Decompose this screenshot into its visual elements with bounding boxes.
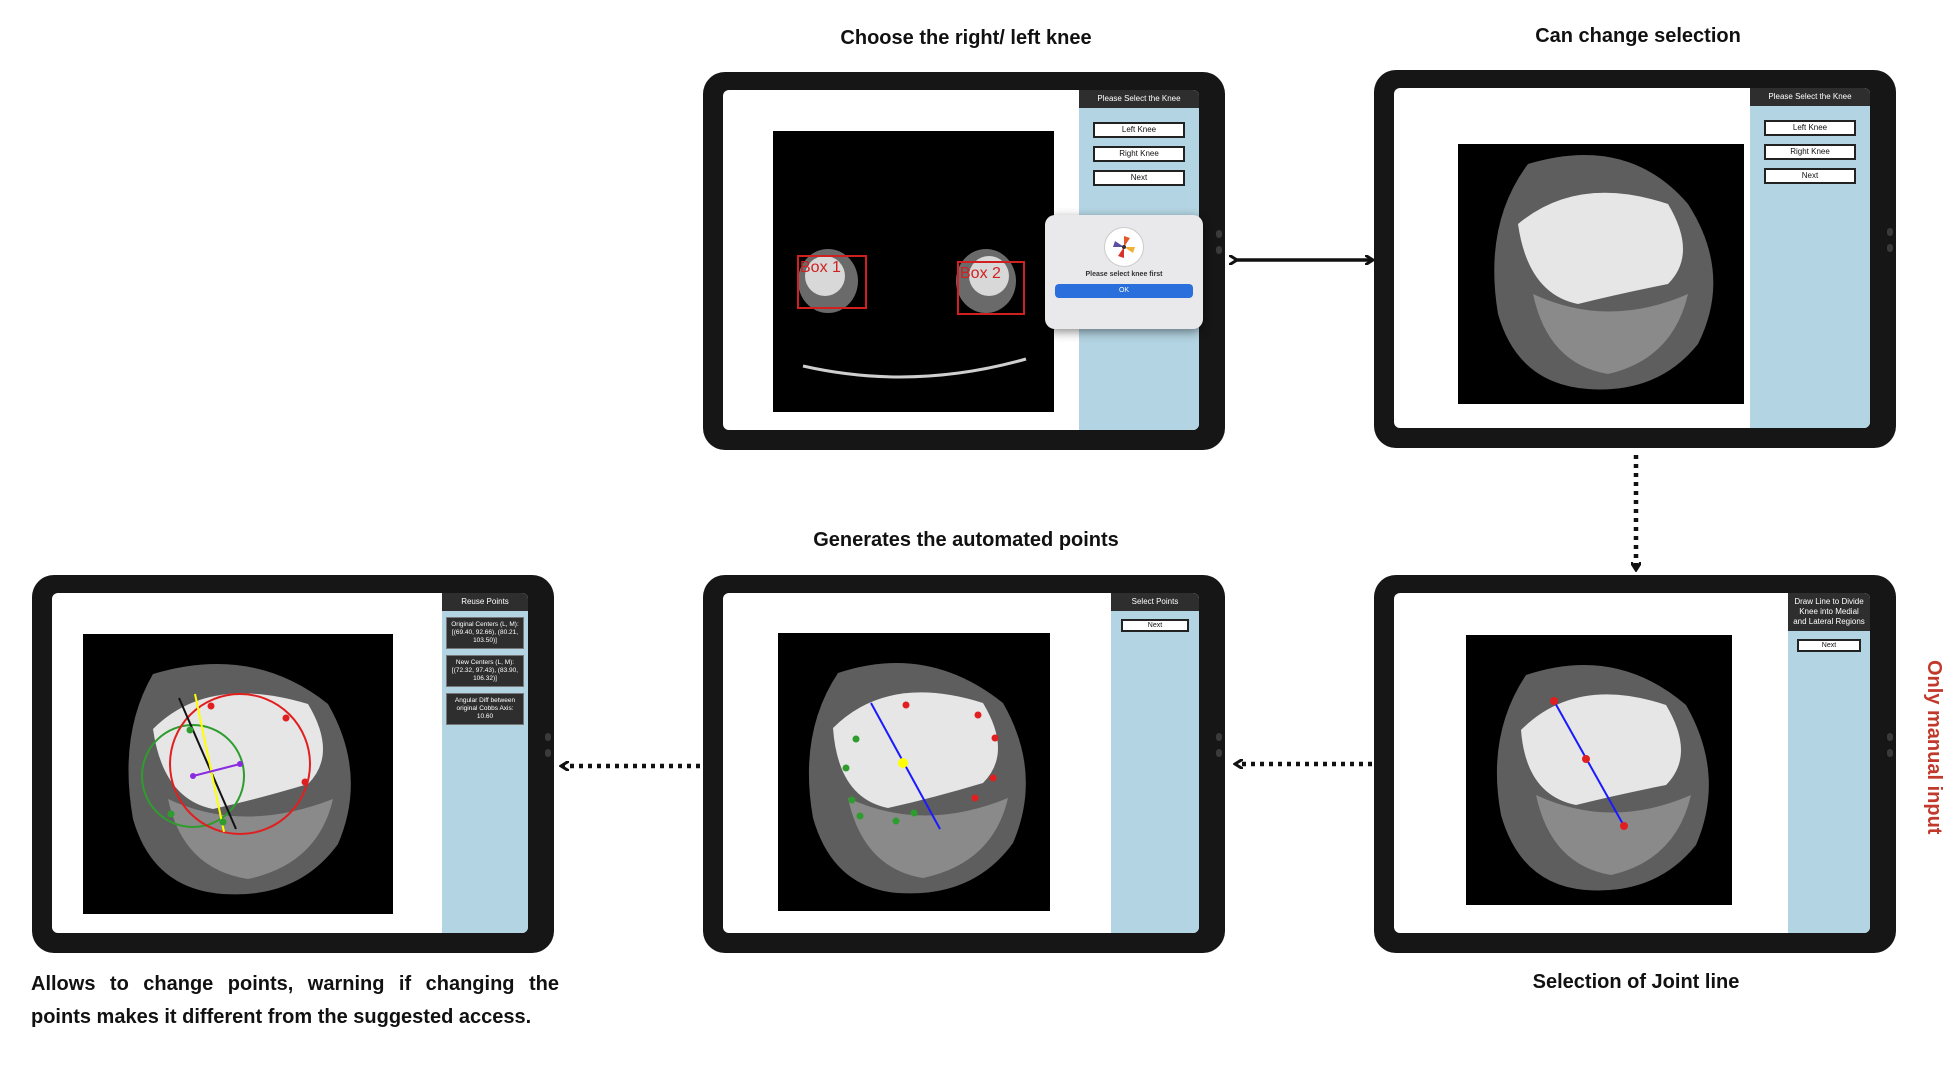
center-point bbox=[898, 758, 908, 768]
caption-choose-knee: Choose the right/ left knee bbox=[840, 27, 1092, 49]
right-knee-button[interactable]: Right Knee bbox=[1093, 146, 1185, 162]
app-icon bbox=[1104, 227, 1144, 267]
box-1-label: Box 1 bbox=[800, 259, 841, 276]
ct-scan-reuse-points bbox=[83, 634, 393, 914]
caption-change-selection: Can change selection bbox=[1535, 25, 1741, 47]
side-panel: Reuse Points Original Centers (L, M): [(… bbox=[442, 593, 528, 933]
joint-line bbox=[1553, 700, 1625, 827]
lateral-circle bbox=[169, 693, 311, 835]
medial-point-2 bbox=[842, 764, 850, 772]
side-panel: Draw Line to Divide Knee into Medial and… bbox=[1788, 593, 1870, 933]
panel-title: Please Select the Knee bbox=[1750, 88, 1870, 106]
angular-diff-info: Angular Diff between original Cobbs Axis… bbox=[446, 693, 524, 725]
panel-title: Select Points bbox=[1111, 593, 1199, 611]
panel-title: Please Select the Knee bbox=[1079, 90, 1199, 108]
ct-scan-single-knee bbox=[1458, 144, 1744, 404]
reuse-point-2 bbox=[282, 714, 290, 722]
lateral-point-1 bbox=[902, 701, 910, 709]
panel-title: Reuse Points bbox=[442, 593, 528, 611]
tablet-change-selection: Please Select the Knee Left Knee Right K… bbox=[1374, 70, 1896, 448]
screen-joint-line: Draw Line to Divide Knee into Medial and… bbox=[1394, 593, 1870, 933]
screen-change-selection: Please Select the Knee Left Knee Right K… bbox=[1394, 88, 1870, 428]
medial-point-6 bbox=[910, 809, 918, 817]
alert-ok-button[interactable]: OK bbox=[1055, 284, 1193, 298]
alert-message: Please select knee first bbox=[1085, 271, 1163, 278]
next-button[interactable]: Next bbox=[1121, 619, 1189, 632]
ct-scan-both-knees: Box 1 Box 2 bbox=[773, 131, 1054, 412]
side-panel: Select Points Next bbox=[1111, 593, 1199, 933]
screen-select-knee: Box 1 Box 2 Please Select the Knee Left … bbox=[723, 90, 1199, 430]
medial-point-1 bbox=[852, 735, 860, 743]
reuse-point-4 bbox=[186, 726, 194, 734]
tablet-automated-points: Select Points Next bbox=[703, 575, 1225, 953]
joint-point-2 bbox=[1582, 755, 1590, 763]
ct-scan-automated-points bbox=[778, 633, 1050, 911]
medial-point-5 bbox=[892, 817, 900, 825]
medial-circle bbox=[141, 724, 245, 828]
tablet-joint-line: Draw Line to Divide Knee into Medial and… bbox=[1374, 575, 1896, 953]
next-button[interactable]: Next bbox=[1764, 168, 1856, 184]
reuse-point-6 bbox=[219, 818, 227, 826]
screen-reuse-points: Reuse Points Original Centers (L, M): [(… bbox=[52, 593, 528, 933]
reuse-point-5 bbox=[167, 810, 175, 818]
box-2-label: Box 2 bbox=[960, 265, 1001, 282]
medial-center bbox=[190, 773, 196, 779]
lateral-point-4 bbox=[989, 774, 997, 782]
new-axis-line bbox=[194, 693, 225, 833]
lateral-point-3 bbox=[991, 734, 999, 742]
joint-point-3 bbox=[1620, 822, 1628, 830]
side-panel: Please Select the Knee Left Knee Right K… bbox=[1750, 88, 1870, 428]
left-knee-button[interactable]: Left Knee bbox=[1093, 122, 1185, 138]
only-manual-input-label: Only manual input bbox=[1923, 660, 1945, 835]
medial-point-3 bbox=[848, 796, 856, 804]
center-connector bbox=[192, 763, 241, 777]
next-button[interactable]: Next bbox=[1797, 639, 1861, 652]
alert-dialog: Please select knee first OK bbox=[1045, 215, 1203, 329]
lateral-point-5 bbox=[971, 794, 979, 802]
lateral-point-2 bbox=[974, 711, 982, 719]
caption-automated-points: Generates the automated points bbox=[813, 529, 1119, 551]
joint-point-1 bbox=[1550, 697, 1558, 705]
reuse-point-1 bbox=[207, 702, 215, 710]
new-centers-info: New Centers (L, M): [(72.32, 97.43), (83… bbox=[446, 655, 524, 687]
panel-title: Draw Line to Divide Knee into Medial and… bbox=[1788, 593, 1870, 631]
original-centers-info: Original Centers (L, M): [(69.40, 92.66)… bbox=[446, 617, 524, 649]
caption-change-points: Allows to change points, warning if chan… bbox=[31, 973, 559, 1028]
medial-point-4 bbox=[856, 812, 864, 820]
caption-joint-line: Selection of Joint line bbox=[1532, 971, 1740, 993]
screen-automated-points: Select Points Next bbox=[723, 593, 1199, 933]
reuse-point-3 bbox=[301, 778, 309, 786]
next-button[interactable]: Next bbox=[1093, 170, 1185, 186]
lateral-center bbox=[237, 761, 243, 767]
ct-scan-joint-line bbox=[1466, 635, 1732, 905]
tablet-select-knee: Box 1 Box 2 Please Select the Knee Left … bbox=[703, 72, 1225, 450]
right-knee-button[interactable]: Right Knee bbox=[1764, 144, 1856, 160]
left-knee-button[interactable]: Left Knee bbox=[1764, 120, 1856, 136]
tablet-reuse-points: Reuse Points Original Centers (L, M): [(… bbox=[32, 575, 554, 953]
original-axis-line bbox=[178, 697, 237, 830]
